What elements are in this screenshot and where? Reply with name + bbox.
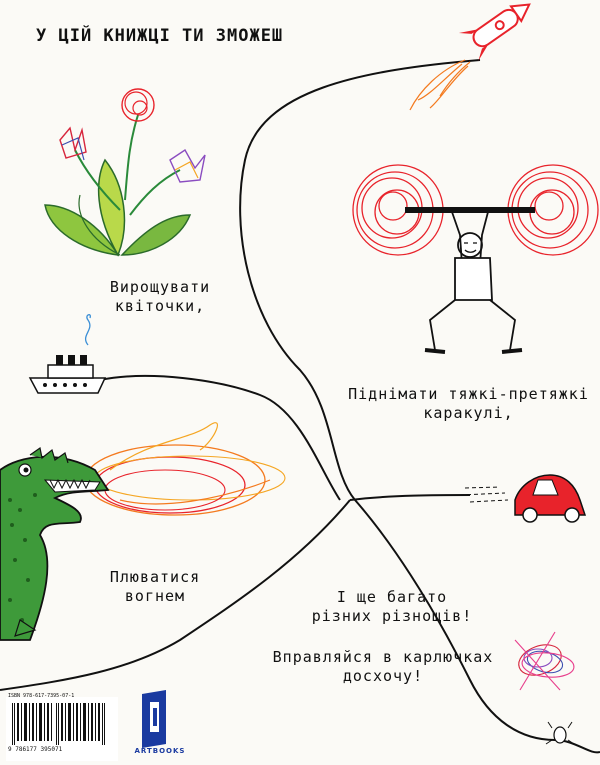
caption-practice-line-1: Вправляйся в карлючках xyxy=(272,648,494,666)
doodle-line-branch-1 xyxy=(99,375,341,501)
rocket-icon xyxy=(458,3,531,61)
caption-practice: Вправляйся в карлючках досхочу! xyxy=(268,648,498,686)
caption-fire-line-1: Плюватися xyxy=(109,568,201,586)
caption-practice-line-2: досхочу! xyxy=(342,666,424,685)
ship-icon xyxy=(28,314,107,394)
caption-fire-line-2: вогнем xyxy=(124,586,186,605)
caption-fire: Плюватися вогнем xyxy=(90,568,220,606)
caption-lifting: Піднімати тяжкі-претяжкі каракулі, xyxy=(346,385,591,423)
publisher-name: ARTBOOKS xyxy=(134,747,186,755)
caption-flowers-line-1: Вирощувати xyxy=(109,278,211,296)
doodle-line-branch-2 xyxy=(0,499,351,691)
caption-more-line-1: І ще багато xyxy=(336,588,448,606)
caption-lifting-line-1: Піднімати тяжкі-претяжкі xyxy=(348,385,589,403)
rocket-exhaust xyxy=(409,59,471,111)
caption-more: І ще багато різних різнощів! xyxy=(292,588,492,626)
isbn-label: ISBN 978-617-7395-07-1 xyxy=(8,693,75,699)
flower-icon xyxy=(44,88,206,257)
caption-flowers-line-2: квіточки, xyxy=(114,296,206,315)
fire-breath xyxy=(84,422,286,516)
doodle-line xyxy=(239,59,600,754)
weightlifter-icon xyxy=(352,164,599,354)
publisher-logo-icon xyxy=(142,690,166,748)
car-icon xyxy=(459,474,587,523)
barcode-icon xyxy=(12,703,105,745)
barcode-digits: 9 786177 395071 xyxy=(8,746,63,753)
caption-lifting-line-2: каракулі, xyxy=(423,403,514,422)
doodle-line-branch-3 xyxy=(349,494,471,501)
page-title: У ЦІЙ КНИЖЦІ ТИ ЗМОЖЕШ xyxy=(36,26,284,46)
bug-icon xyxy=(545,721,575,745)
scribble-icon xyxy=(514,631,575,691)
caption-more-line-2: різних різнощів! xyxy=(311,606,473,625)
dragon-icon xyxy=(0,446,110,641)
caption-flowers: Вирощувати квіточки, xyxy=(90,278,230,316)
